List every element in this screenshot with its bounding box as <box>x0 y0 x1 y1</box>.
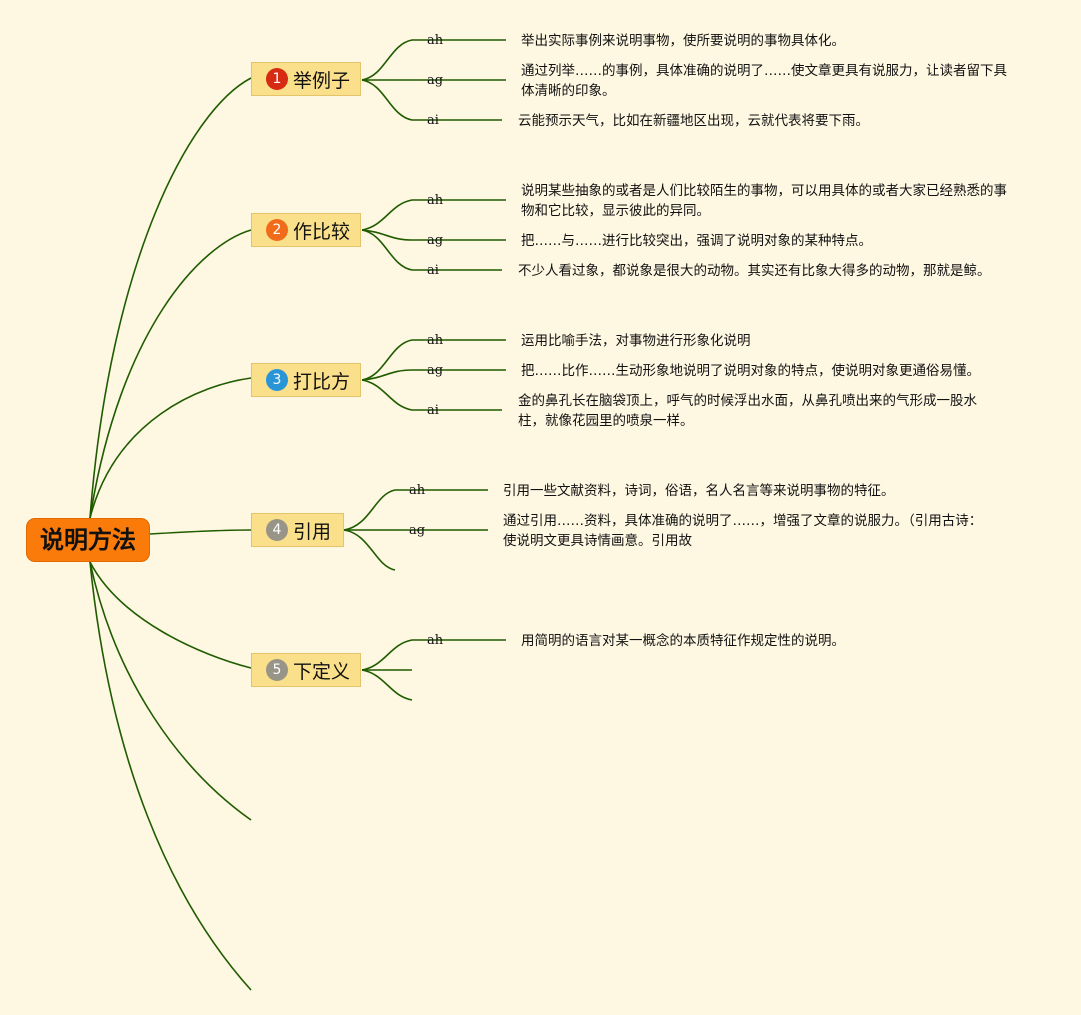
number-badge: 2 <box>266 219 288 241</box>
number-badge: 3 <box>266 369 288 391</box>
number-badge: 5 <box>266 659 288 681</box>
connector-b1-ai <box>361 79 502 121</box>
number-badge: 1 <box>266 68 288 90</box>
leaf-key-b2-ai: ai <box>427 263 439 278</box>
root-node[interactable]: 说明方法 <box>26 518 150 562</box>
branch-label: 下定义 <box>293 660 351 683</box>
connector-root-branch-2 <box>89 229 252 519</box>
leaf-text-b4-ah[interactable]: 引用一些文献资料，诗词，俗语，名人名言等来说明事物的特征。 <box>503 483 895 499</box>
branch-node-2[interactable]: 2 作比较 <box>251 213 361 247</box>
connector-b5-ah <box>361 639 506 671</box>
connector-b4-ah <box>343 489 488 531</box>
leaf-key-b5-ah: ah <box>427 633 444 648</box>
leaf-text-b1-ai[interactable]: 云能预示天气，比如在新疆地区出现，云就代表将要下雨。 <box>518 113 869 129</box>
connector-b3-ah <box>361 339 506 381</box>
leaf-text-b2-ai[interactable]: 不少人看过象，都说象是很大的动物。其实还有比象大得多的动物，那就是鲸。 <box>518 263 991 279</box>
branch-node-3[interactable]: 3 打比方 <box>251 363 361 397</box>
leaf-key-b4-ah: ah <box>409 483 426 498</box>
connector-b3-ag <box>361 369 506 381</box>
branch-node-4[interactable]: 4 引用 <box>251 513 344 547</box>
branch-node-5[interactable]: 5 下定义 <box>251 653 361 687</box>
branch-node-1[interactable]: 1 举例子 <box>251 62 361 96</box>
leaf-text-b3-ag[interactable]: 把……比作……生动形象地说明了说明对象的特点，使说明对象更通俗易懂。 <box>521 363 980 379</box>
leaf-text-b1-ag[interactable]: 通过列举……的事例，具体准确的说明了……使文章更具有说服力，让读者留下具体清晰的… <box>521 63 1007 99</box>
leaf-key-b1-ag: ag <box>427 73 444 88</box>
connector-b4-empty <box>343 529 396 571</box>
connector-b2-ai <box>361 229 502 271</box>
leaf-text-b4-ag[interactable]: 通过引用……资料，具体准确的说明了……，增强了文章的说服力。（引用古诗：使说明文… <box>503 513 983 549</box>
branch-label: 举例子 <box>293 69 351 92</box>
leaf-key-b1-ai: ai <box>427 113 439 128</box>
leaf-key-b1-ah: ah <box>427 33 444 48</box>
connector-b3-ai <box>361 379 502 411</box>
connector-b2-ah <box>361 199 506 231</box>
leaf-text-b2-ag[interactable]: 把……与……进行比较突出，强调了说明对象的某种特点。 <box>521 233 872 249</box>
connector-root-empty-7 <box>89 561 252 991</box>
leaf-key-b3-ai: ai <box>427 403 439 418</box>
leaf-text-b2-ah[interactable]: 说明某些抽象的或者是人们比较陌生的事物，可以用具体的或者大家已经熟悉的事物和它比… <box>521 183 1007 219</box>
connector-b5-empty-2 <box>361 669 413 701</box>
leaf-text-b5-ah[interactable]: 用简明的语言对某一概念的本质特征作规定性的说明。 <box>521 633 845 649</box>
connector-root-empty-6 <box>89 561 252 821</box>
leaf-key-b2-ah: ah <box>427 193 444 208</box>
branch-label: 作比较 <box>293 220 351 243</box>
connector-b1-ah <box>361 39 506 81</box>
leaf-key-b2-ag: ag <box>427 233 444 248</box>
leaf-text-b1-ah[interactable]: 举出实际事例来说明事物，使所要说明的事物具体化。 <box>521 33 845 49</box>
leaf-text-b3-ah[interactable]: 运用比喻手法，对事物进行形象化说明 <box>521 333 751 349</box>
leaf-key-b3-ag: ag <box>427 363 444 378</box>
leaf-key-b4-ag: ag <box>409 523 426 538</box>
connector-root-branch-3 <box>89 377 252 519</box>
branch-label: 打比方 <box>293 370 351 393</box>
connector-b2-ag <box>361 229 506 241</box>
leaf-key-b3-ah: ah <box>427 333 444 348</box>
branch-label: 引用 <box>293 520 332 543</box>
leaf-text-b3-ai[interactable]: 金的鼻孔长在脑袋顶上，呼气的时候浮出水面，从鼻孔喷出来的气形成一股水柱，就像花园… <box>518 393 977 429</box>
number-badge: 4 <box>266 519 288 541</box>
connector-root-branch-1 <box>89 77 252 519</box>
connector-root-branch-4 <box>149 529 252 535</box>
connector-root-branch-5 <box>89 561 252 669</box>
